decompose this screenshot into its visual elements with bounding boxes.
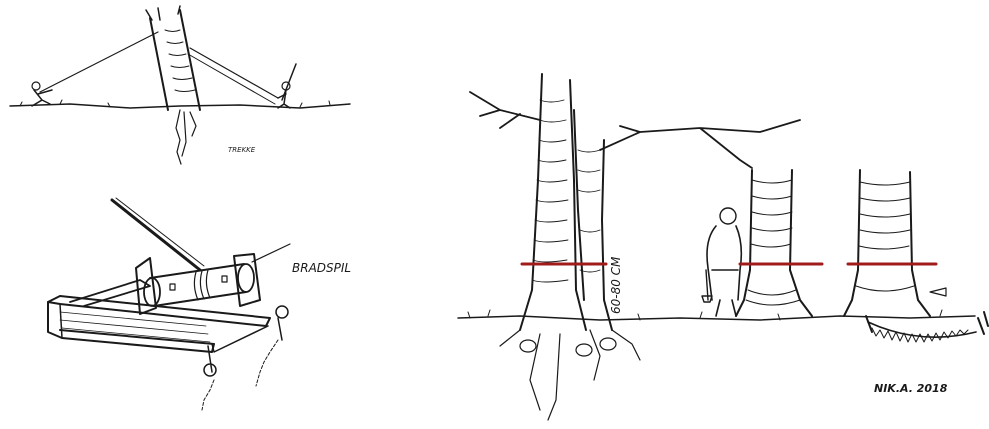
arrow-marker [930, 288, 946, 296]
person-pulling-left [32, 82, 52, 106]
tree-pulling-scene [10, 6, 350, 164]
windlass-handle [112, 200, 200, 270]
label-pulling: TREKKE [228, 146, 256, 154]
big-tree-scene [458, 74, 988, 420]
branch-left [470, 92, 540, 128]
ground-line [10, 104, 350, 108]
stump-right [844, 170, 930, 316]
person-pulling-right [278, 64, 296, 108]
rope-left [40, 32, 158, 92]
rope-right [190, 48, 278, 98]
stake-right [276, 306, 288, 340]
label-windlass: BRADSPIL [292, 261, 351, 275]
person-standing [702, 208, 741, 316]
label-height: 60-80 CM [609, 256, 623, 314]
windlass-rope [252, 244, 290, 262]
signature: NIK.A. 2018 [874, 382, 948, 395]
branch-right [600, 120, 800, 168]
small-tree-trunk [150, 10, 200, 110]
stump-middle [736, 170, 812, 316]
small-tree-roots [176, 110, 196, 164]
big-tree-trunk [520, 74, 612, 330]
windlass-drawing [48, 198, 290, 410]
